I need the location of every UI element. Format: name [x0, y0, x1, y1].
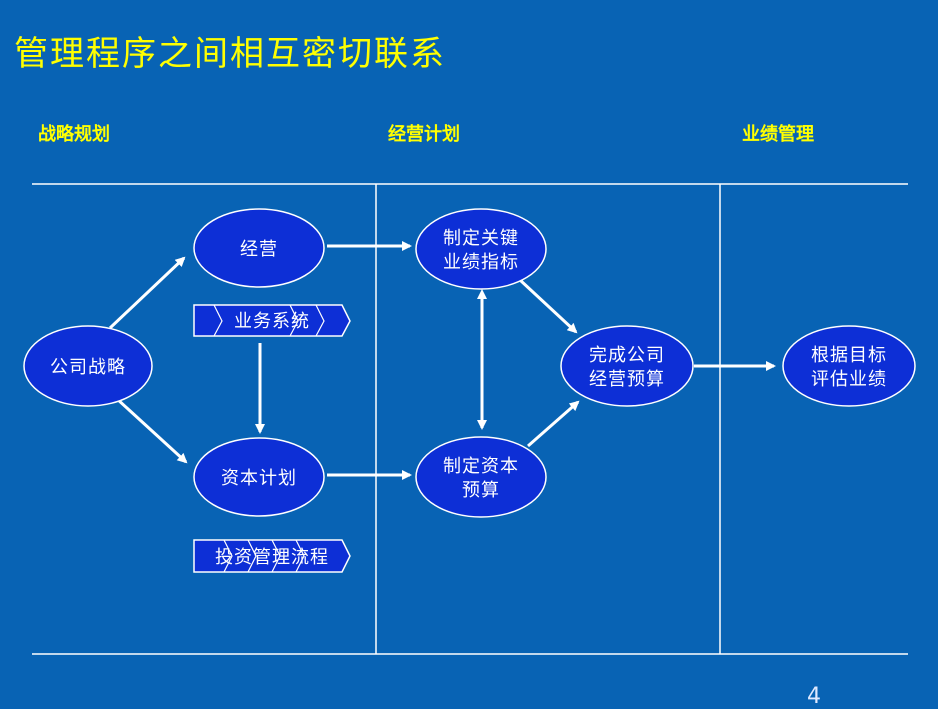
arrow-strategy-to-capital-plan: [114, 396, 188, 464]
node-business: 经营: [193, 208, 325, 288]
node-key-kpi: 制定关键 业绩指标: [415, 208, 547, 290]
tag-investment-process-label: 投资管理流程: [215, 547, 329, 568]
page-title: 管理程序之间相互密切联系: [14, 34, 446, 74]
node-capital-plan-label: 资本计划: [221, 468, 297, 489]
node-capital-budget: 制定资本 预算: [415, 436, 547, 518]
node-evaluate-label-1: 根据目标: [811, 345, 887, 366]
column-header-performance: 业绩管理: [742, 124, 814, 145]
arrow-strategy-to-business: [108, 256, 186, 330]
tag-business-system: 业务系统: [193, 304, 351, 337]
node-key-kpi-label-2: 业绩指标: [443, 252, 519, 273]
arrow-capital-budget-to-company-budget: [527, 400, 580, 448]
node-company-budget: 完成公司 经营预算: [560, 325, 694, 407]
node-capital-budget-label-1: 制定资本: [443, 456, 519, 477]
node-key-kpi-label-1: 制定关键: [443, 228, 519, 249]
column-header-operations: 经营计划: [388, 124, 460, 145]
node-evaluate: 根据目标 评估业绩: [782, 325, 916, 407]
node-business-label: 经营: [240, 239, 278, 260]
node-company-strategy-label: 公司战略: [50, 357, 126, 378]
node-company-budget-label-2: 经营预算: [589, 369, 665, 390]
tag-business-system-label: 业务系统: [234, 311, 310, 332]
arrow-kpi-to-company-budget: [518, 278, 578, 334]
node-evaluate-label-2: 评估业绩: [811, 369, 887, 390]
node-capital-plan: 资本计划: [193, 437, 325, 517]
tag-investment-process: 投资管理流程: [193, 539, 351, 573]
page-number: 4: [807, 684, 821, 709]
node-company-budget-label-1: 完成公司: [589, 345, 665, 366]
column-header-strategy: 战略规划: [38, 124, 110, 145]
node-company-strategy: 公司战略: [23, 325, 153, 407]
node-capital-budget-label-2: 预算: [462, 480, 500, 501]
